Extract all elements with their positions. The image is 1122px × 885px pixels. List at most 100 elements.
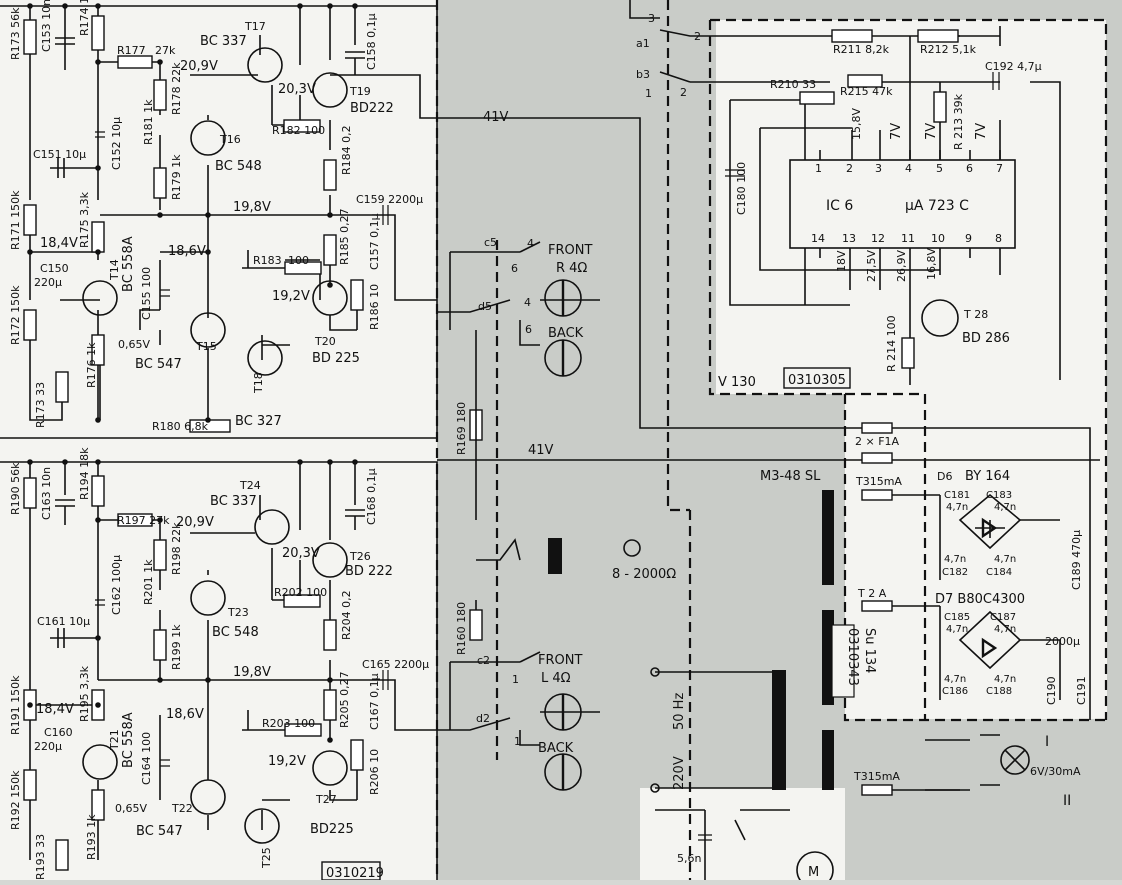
lbl-r180: R180 6,8k bbox=[152, 420, 209, 433]
lbl-n47-7: 4,7n bbox=[944, 674, 966, 685]
lbl-d5: d5 bbox=[478, 300, 492, 313]
lbl-su134: Su 134 bbox=[862, 628, 877, 673]
power-supply-panel bbox=[845, 394, 1107, 719]
lbl-front-l: FRONT bbox=[538, 653, 582, 668]
lbl-r212: R212 5,1k bbox=[920, 43, 977, 56]
lbl-r204: R204 0,2 bbox=[340, 590, 353, 640]
transistor-t18 bbox=[247, 340, 283, 376]
lbl-c191: C191 bbox=[1075, 676, 1088, 705]
upper-amplifier bbox=[0, 3, 438, 439]
mains-terminal-1 bbox=[650, 667, 660, 677]
lbl-v158: 15,8V bbox=[850, 108, 863, 140]
lbl-s6a: 6 bbox=[511, 262, 518, 275]
transistor-t15 bbox=[190, 312, 226, 348]
lbl-v7a: 7V bbox=[889, 123, 904, 140]
lbl-p1: 1 bbox=[815, 162, 822, 175]
transistor-t25 bbox=[244, 808, 280, 844]
resistor-r192 bbox=[23, 769, 37, 801]
lbl-p6: 6 bbox=[966, 162, 973, 175]
lbl-d2: d2 bbox=[476, 712, 490, 725]
lbl-p10: 10 bbox=[931, 232, 945, 245]
lbl-p3: 3 bbox=[875, 162, 882, 175]
resistor-r178 bbox=[153, 79, 167, 111]
resistor-r213 bbox=[933, 91, 947, 123]
lbl-41v-bottom: 41V bbox=[528, 443, 554, 458]
lbl-t21-type: BC 558A bbox=[121, 712, 136, 768]
transistor-t16 bbox=[190, 120, 226, 156]
lbl-c159: C159 2200µ bbox=[356, 193, 423, 206]
lbl-p2: 2 bbox=[846, 162, 853, 175]
resistor-r199 bbox=[153, 629, 167, 661]
lbl-t24: T24 bbox=[239, 479, 261, 492]
lbl-c150: C150 bbox=[40, 262, 69, 275]
transistor-t19 bbox=[312, 72, 348, 108]
lbl-v192b: 19,2V bbox=[268, 754, 306, 769]
lbl-c162: C162 100µ bbox=[110, 555, 123, 615]
lbl-t28: T 28 bbox=[963, 308, 988, 321]
lbl-c182: C182 bbox=[942, 567, 968, 578]
resistor-r193 bbox=[91, 789, 105, 821]
transistor-t27 bbox=[312, 750, 348, 786]
lbl-t22-type: BC 547 bbox=[136, 824, 183, 839]
lbl-c186: C186 bbox=[942, 686, 968, 697]
lbl-t23: T23 bbox=[227, 606, 249, 619]
lbl-r199: R199 1k bbox=[170, 624, 183, 670]
resistor-r202 bbox=[283, 594, 321, 608]
lbl-code3: 0310219 bbox=[326, 866, 384, 880]
lbl-n47-4: 4,7n bbox=[994, 554, 1016, 565]
lbl-r182: R182 100 bbox=[272, 124, 325, 137]
resistor-r194 bbox=[91, 475, 105, 507]
lbl-v203b: 20,3V bbox=[282, 546, 320, 561]
lbl-p11: 11 bbox=[901, 232, 915, 245]
lbl-fuse-f1a: 2 × F1A bbox=[855, 435, 900, 448]
lbl-hz: 50 Hz bbox=[672, 693, 687, 730]
lbl-s1a: 1 bbox=[512, 673, 519, 686]
resistor-r183 bbox=[284, 261, 322, 275]
lbl-c151: C151 10µ bbox=[33, 148, 86, 161]
lbl-r215: R215 47k bbox=[840, 85, 893, 98]
lbl-lamp: 6V/30mA bbox=[1030, 765, 1081, 778]
lbl-u2000: 2000µ bbox=[1045, 635, 1080, 648]
transformer-primary bbox=[772, 670, 786, 790]
lbl-v269: 26,9V bbox=[895, 250, 908, 282]
motor-icon bbox=[796, 851, 834, 885]
lbl-t17-type: BC 337 bbox=[200, 34, 247, 49]
lbl-v186: 18,6V bbox=[168, 244, 206, 259]
lbl-p13: 13 bbox=[842, 232, 856, 245]
mains-terminal-2 bbox=[650, 783, 660, 793]
lbl-v065: 0,65V bbox=[118, 338, 150, 351]
lbl-sw2b: 2 bbox=[680, 86, 687, 99]
lbl-p8: 8 bbox=[995, 232, 1002, 245]
lbl-swa1: a1 bbox=[636, 37, 650, 50]
lbl-r183: R183 bbox=[253, 254, 282, 267]
code-box-0310305 bbox=[783, 367, 851, 389]
regulator-section: R211 8,2k R212 5,1k C192 4,7µ R210 33 R2… bbox=[690, 18, 1108, 720]
lbl-by164: BY 164 bbox=[965, 469, 1010, 484]
lbl-d7: D7 B80C4300 bbox=[935, 592, 1025, 607]
resistor-r214 bbox=[901, 337, 915, 369]
lbl-r169: R169 180 bbox=[455, 402, 468, 455]
lbl-n47-2: 4,7n bbox=[994, 502, 1016, 513]
lbl-n56: 5,6n bbox=[677, 852, 701, 865]
transistor-t23 bbox=[190, 580, 226, 616]
lbl-t20-type: BD 225 bbox=[312, 351, 360, 366]
lbl-t15-type: BC 547 bbox=[135, 357, 182, 372]
lbl-back-l: BACK bbox=[538, 741, 574, 756]
transistor-t17 bbox=[247, 47, 283, 83]
resistor-r190 bbox=[23, 477, 37, 509]
transformer-core-2 bbox=[822, 610, 834, 705]
lbl-r214: R 214 100 bbox=[885, 315, 898, 372]
lbl-r172: R172 150k bbox=[9, 285, 22, 345]
lbl-v209b: 20,9V bbox=[176, 515, 214, 530]
lbl-lamp1: I bbox=[1045, 734, 1049, 750]
lbl-c185: C185 bbox=[944, 612, 970, 623]
resistor-r160 bbox=[469, 609, 483, 641]
lbl-c163: C163 10n bbox=[40, 467, 53, 520]
lbl-r191: R191 150k bbox=[9, 675, 22, 735]
lbl-r183v: 100 bbox=[288, 254, 309, 267]
headphone-icon bbox=[623, 539, 641, 557]
lbl-back-r: BACK bbox=[548, 326, 584, 341]
fuse-t315ma bbox=[861, 489, 893, 501]
lbl-n47-8: 4,7n bbox=[994, 674, 1016, 685]
lbl-v198: 19,8V bbox=[233, 200, 271, 215]
